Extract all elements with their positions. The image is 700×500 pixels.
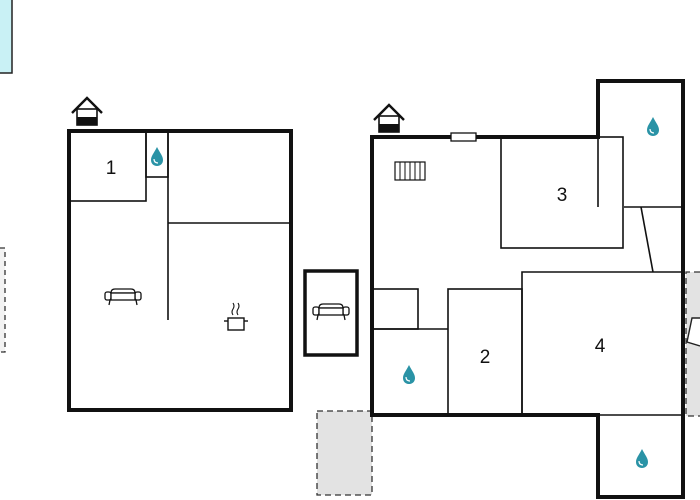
cooking-pot-icon xyxy=(224,302,248,331)
right-building xyxy=(370,79,685,499)
closet xyxy=(371,288,419,330)
water-drop-icon xyxy=(636,449,648,468)
terrace-left xyxy=(0,247,6,353)
house-entrance-icon xyxy=(373,103,405,133)
window-icon xyxy=(450,132,477,142)
water-drop-icon xyxy=(647,117,659,136)
left-building xyxy=(67,129,293,412)
house-entrance-icon xyxy=(71,96,103,126)
room-4-label: 4 xyxy=(595,336,606,357)
water-drop-icon xyxy=(403,365,415,384)
terrace-bottom xyxy=(316,410,373,496)
sofa-icon xyxy=(312,303,350,321)
sofa-icon xyxy=(104,288,142,306)
room-3-label: 3 xyxy=(557,185,568,206)
room-2 xyxy=(447,288,523,416)
radiator-icon xyxy=(394,161,426,181)
pool-area xyxy=(0,0,13,74)
room-1-label: 1 xyxy=(106,158,117,179)
water-drop-icon xyxy=(151,147,163,166)
entrance-arrow xyxy=(686,317,700,347)
room-2-label: 2 xyxy=(480,347,491,368)
room-3 xyxy=(500,136,624,249)
